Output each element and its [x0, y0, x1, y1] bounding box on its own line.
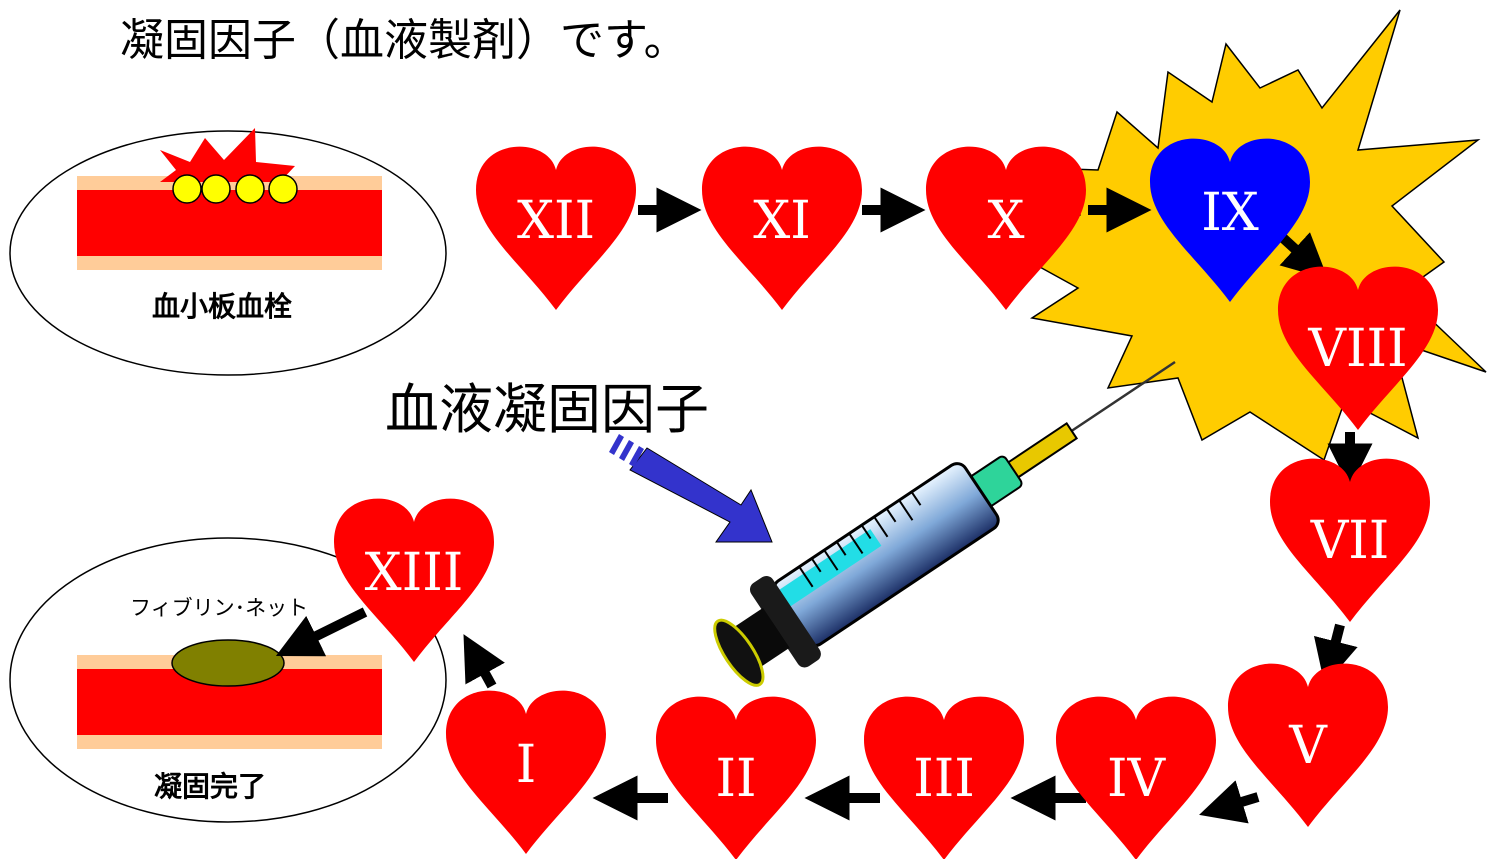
injury-burst — [160, 128, 295, 182]
platelet — [268, 174, 298, 204]
factor-label: II — [715, 749, 756, 809]
arrow-xiii-to-clot — [275, 607, 368, 657]
blue-pointer-arrow — [609, 434, 773, 543]
factor-label: III — [913, 749, 975, 809]
arrow-v-to-iv — [1199, 780, 1260, 824]
platelet-cluster — [172, 174, 298, 204]
factor-label: X — [987, 191, 1024, 251]
page-title: 凝固因子（血液製剤）です。 — [120, 15, 688, 66]
platelet — [201, 174, 231, 204]
vessel-wall-top — [77, 176, 382, 190]
heart-factor-viii: VIII — [1278, 266, 1438, 430]
arrow-i-to-xiii — [463, 634, 505, 689]
factor-label: XI — [753, 191, 811, 251]
blue-arrow-stripe — [619, 440, 634, 461]
plunger-cap — [713, 618, 765, 687]
heart-factor-ix: IX — [1150, 138, 1310, 302]
factor-label: XIII — [365, 543, 464, 603]
heart-factor-v: V — [1228, 663, 1388, 827]
cascade-arrows — [275, 187, 1373, 824]
vessel-wall-bottom — [77, 256, 382, 270]
heart-factor-xiii: XIII — [334, 498, 494, 662]
factor-label: XII — [517, 191, 595, 251]
syringe-hub — [1005, 422, 1079, 480]
platelet — [172, 174, 202, 204]
blue-arrow-stripe — [609, 434, 624, 455]
heart-factor-vii: VII — [1270, 458, 1430, 622]
heart-factor-x: X — [926, 146, 1086, 310]
heart-factor-i: I — [446, 690, 606, 854]
factor-label: IV — [1107, 749, 1167, 809]
injection-label: 血液凝固因子 — [385, 378, 709, 441]
syringe-barrel — [772, 462, 1000, 648]
platelet-panel-caption: 血小板血栓 — [152, 290, 292, 323]
clot-panel-caption: 凝固完了 — [154, 770, 266, 803]
syringe-needle — [1069, 360, 1176, 434]
blue-arrow-stripe — [629, 446, 644, 467]
platelet-plug-panel: 血小板血栓 — [9, 128, 447, 376]
heart-factor-ii: II — [656, 696, 816, 859]
factor-label: VIII — [1307, 319, 1407, 379]
blue-arrow-body — [629, 447, 773, 543]
heart-factor-iv: IV — [1056, 696, 1216, 859]
syringe-illustration — [713, 360, 1176, 687]
factor-label: VII — [1310, 511, 1390, 571]
arrow-ix-to-viii — [1279, 232, 1328, 280]
barrel-graduations — [798, 491, 922, 588]
heart-factor-xi: XI — [702, 146, 862, 310]
syringe-plunger — [728, 607, 790, 672]
heart-factor-xii: XII — [476, 146, 636, 310]
clot-complete-panel: フィブリン･ネット 凝固完了 — [9, 537, 447, 823]
arrow-vii-to-v — [1313, 623, 1358, 686]
fibrin-net-label: フィブリン･ネット — [130, 596, 308, 620]
syringe-flange — [749, 575, 821, 668]
vessel-blood — [77, 190, 382, 256]
factor-label: V — [1288, 716, 1328, 776]
factor-label: IX — [1201, 183, 1259, 243]
factor-label: I — [516, 735, 537, 795]
heart-factor-iii: III — [864, 696, 1024, 859]
platelet — [235, 174, 265, 204]
fibrin-net-clot — [171, 639, 285, 687]
vessel-wall-bottom — [77, 735, 382, 749]
syringe-fluid — [778, 529, 882, 607]
